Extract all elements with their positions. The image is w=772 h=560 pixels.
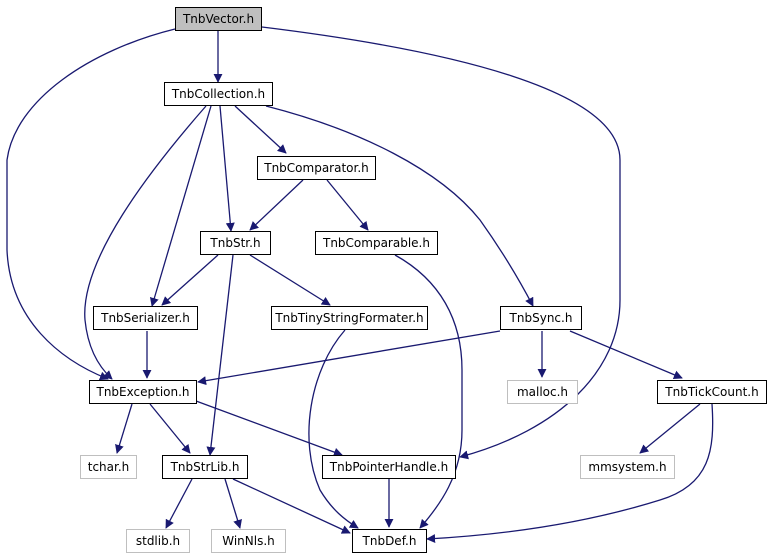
node-tnbsync[interactable]: TnbSync.h [500, 306, 582, 330]
node-tnbcomparator[interactable]: TnbComparator.h [257, 156, 376, 180]
node-mmsystem[interactable]: mmsystem.h [580, 455, 675, 479]
edge-tnbtickcount-mmsystem [639, 403, 701, 454]
edge-tnbexception-tnbstrlib [149, 403, 191, 454]
node-tnbserializer[interactable]: TnbSerializer.h [93, 306, 198, 330]
edge-tnbstr-tnbtinystringformater [249, 254, 331, 306]
edge-tnbcomparator-tnbstr [249, 179, 304, 231]
node-tnbtickcount[interactable]: TnbTickCount.h [657, 380, 767, 404]
edge-tnbexception-tnbpointerhandle [195, 400, 343, 457]
edge-tnbvector-tnbexception [6, 28, 176, 381]
edge-tnbcollection-tnbexception [84, 105, 207, 380]
node-tnbcomparable[interactable]: TnbComparable.h [315, 231, 438, 255]
edge-tnbtinystringformater-tnbdef [308, 329, 359, 529]
edge-tnbcollection-tnbsync [265, 105, 534, 307]
node-tnbtinystringformater[interactable]: TnbTinyStringFormater.h [271, 306, 428, 330]
edge-tnbstr-tnbserializer [161, 254, 219, 306]
edge-tnbcollection-tnbserializer [149, 105, 212, 307]
node-tnbexception[interactable]: TnbException.h [89, 380, 197, 404]
edge-tnbstrlib-tnbdef [232, 478, 351, 534]
edge-tnbcomparator-tnbcomparable [326, 179, 369, 231]
node-stdlib[interactable]: stdlib.h [126, 529, 190, 553]
node-winnls[interactable]: WinNls.h [211, 529, 286, 553]
node-tnbdef[interactable]: TnbDef.h [352, 529, 427, 553]
node-tnbcollection[interactable]: TnbCollection.h [164, 82, 273, 106]
edge-tnbstrlib-winnls [224, 478, 242, 529]
edge-tnbsync-tnbtickcount [569, 330, 683, 380]
edge-tnbstr-tnbstrlib [206, 254, 234, 456]
edge-tnbexception-tchar [115, 403, 133, 454]
node-tnbstr[interactable]: TnbStr.h [200, 231, 271, 255]
edge-tnbvector-tnbpointerhandle [261, 26, 621, 460]
edge-tnbcollection-tnbstr [219, 105, 235, 232]
edge-tnbsync-tnbexception [197, 330, 501, 386]
edge-tnbtickcount-tnbdef [426, 403, 714, 544]
edge-tnbstrlib-stdlib [165, 478, 193, 529]
node-tchar[interactable]: tchar.h [80, 455, 137, 479]
node-tnbstrlib[interactable]: TnbStrLib.h [162, 455, 248, 479]
node-tnbvector[interactable]: TnbVector.h [175, 7, 262, 31]
edge-tnbcollection-tnbcomparator [234, 105, 287, 154]
edge-tnbcomparable-tnbdef [394, 254, 463, 529]
node-malloc[interactable]: malloc.h [507, 380, 578, 404]
node-tnbpointerhandle[interactable]: TnbPointerHandle.h [322, 455, 456, 479]
